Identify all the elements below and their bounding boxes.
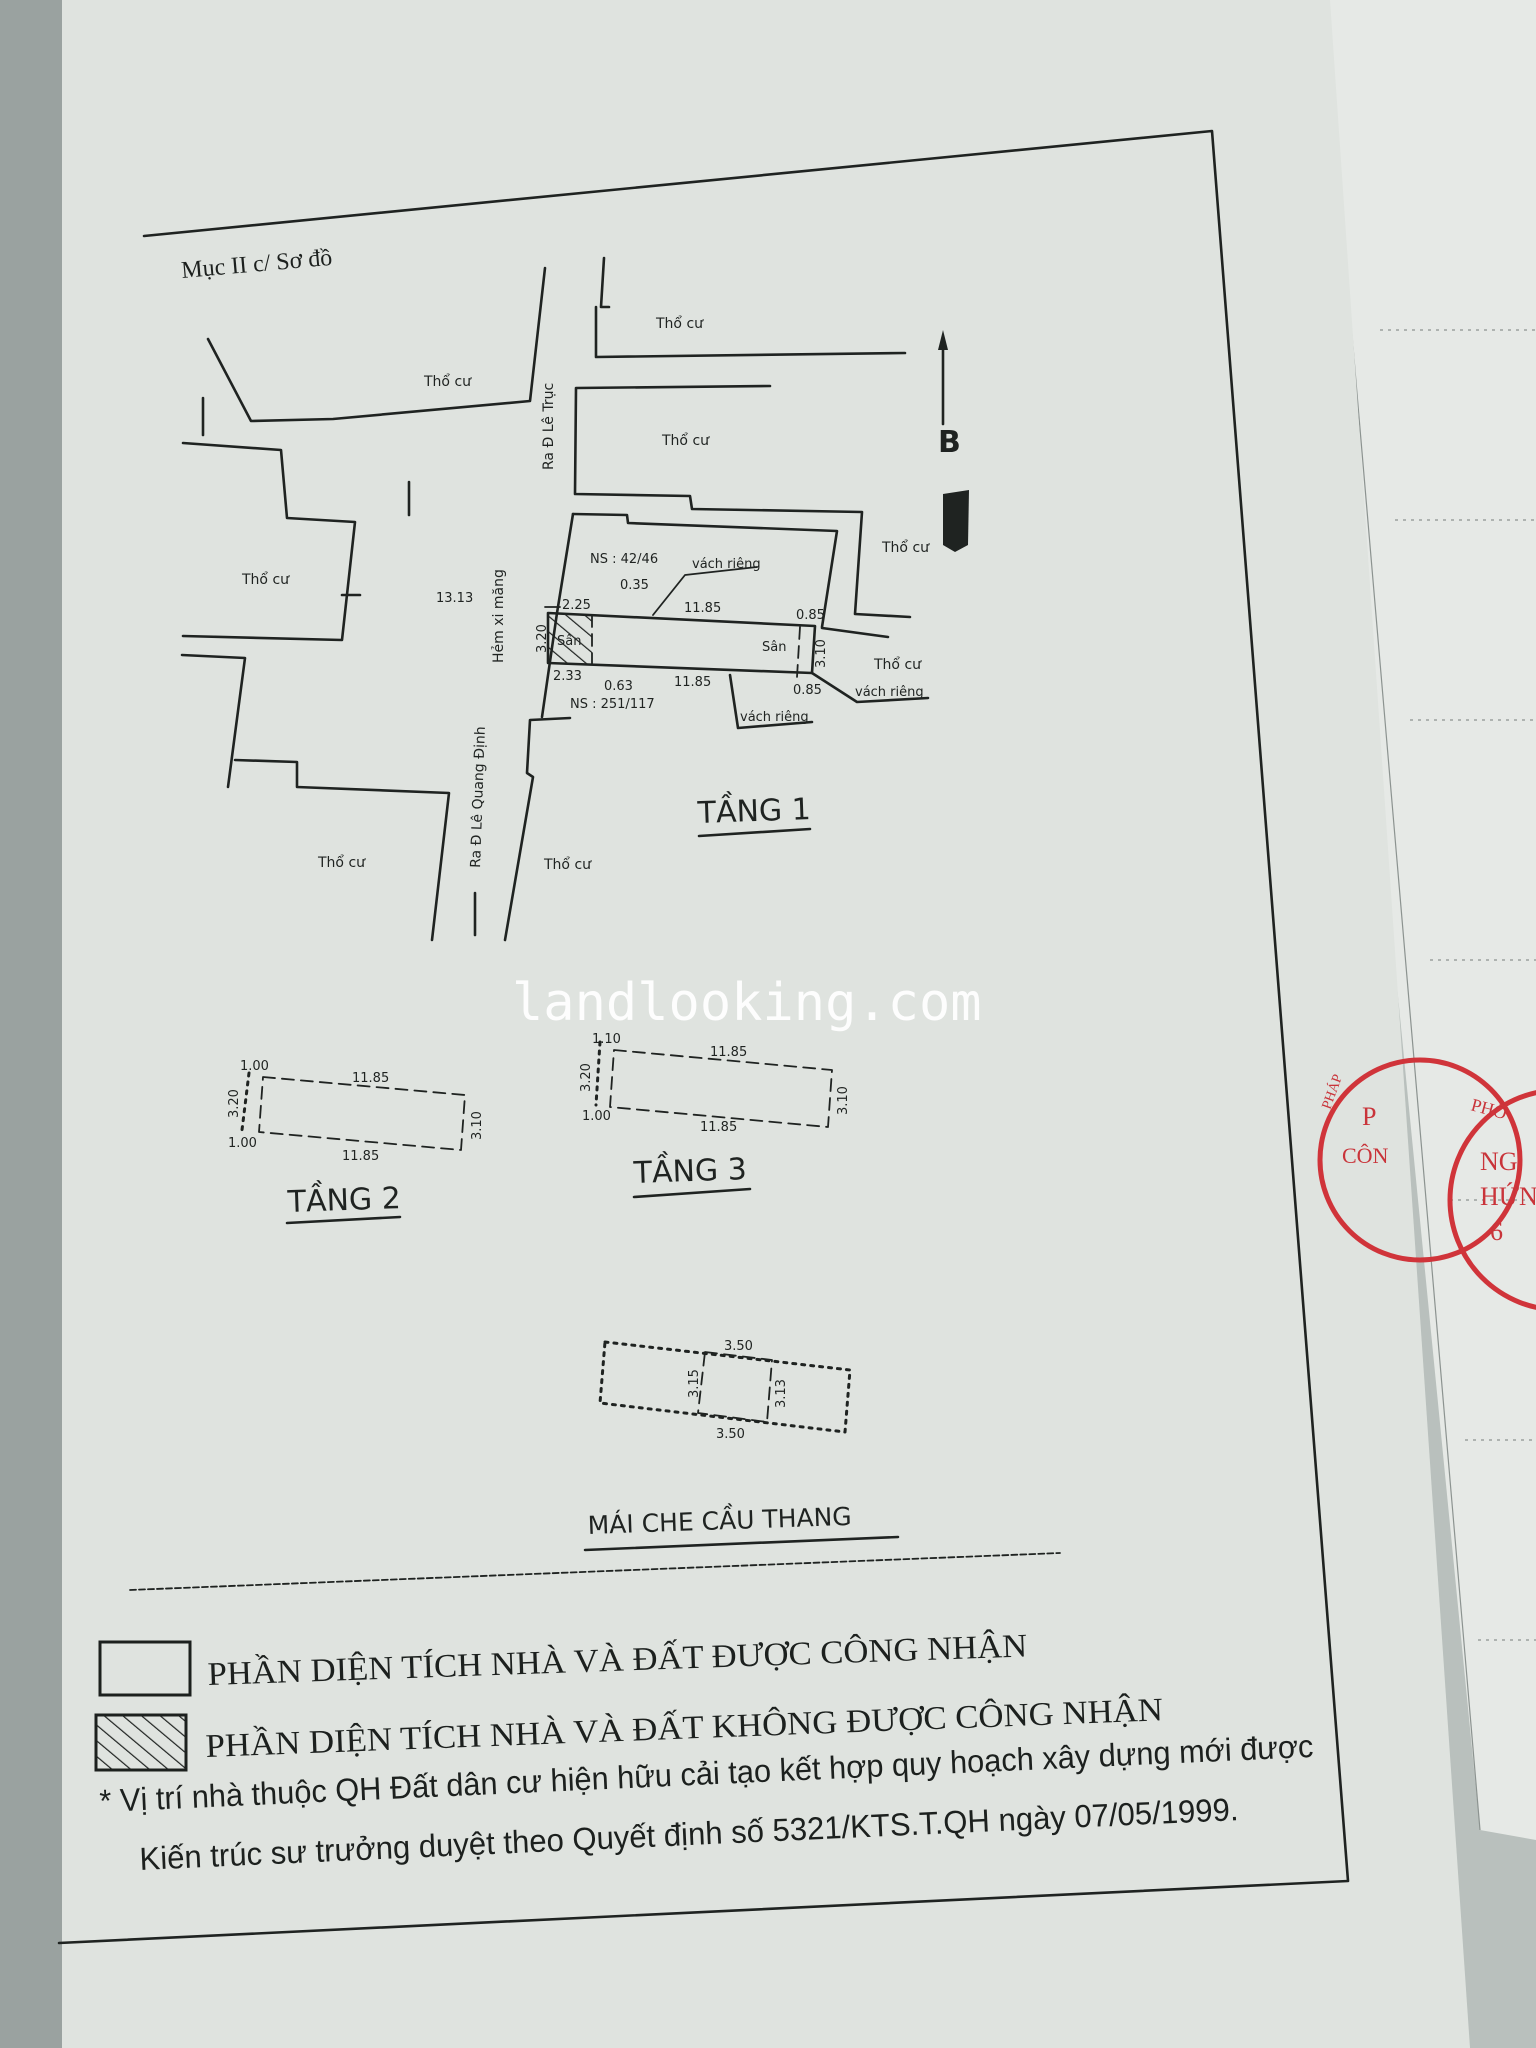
north-label: B — [938, 425, 961, 460]
ns-north: NS : 42/46 — [590, 552, 658, 567]
diagram-frame — [57, 129, 1350, 1945]
road-label: Hẻm xi măng — [491, 569, 507, 663]
legend-swatch-unrecognized — [94, 1713, 188, 1772]
dim-label: 3.50 — [724, 1339, 753, 1354]
dim-label: 11.85 — [710, 1045, 747, 1060]
stamp-text: HỨN — [1480, 1182, 1536, 1211]
dim-label: 3.15 — [687, 1369, 702, 1398]
wall-label: vách riêng — [740, 710, 809, 725]
dim-label: 1.10 — [592, 1032, 621, 1047]
dim-label: 3.10 — [814, 639, 829, 668]
dim-label: 2.33 — [553, 669, 582, 684]
dim-label: 0.63 — [604, 679, 633, 694]
dim-label: 3.20 — [579, 1063, 594, 1092]
floor1-site-plan: Thổ cư Thổ cư Thổ cư Thổ cư Thổ cư Thổ c… — [180, 256, 930, 942]
road-label: Ra Đ Lê Trục — [541, 383, 557, 470]
red-stamp — [1317, 1057, 1536, 1310]
dim-label: 3.10 — [836, 1086, 851, 1115]
stamp-text: NG — [1480, 1147, 1518, 1176]
left-shadow — [0, 0, 62, 2048]
ns-south: NS : 251/117 — [570, 697, 655, 712]
dim-label: 1.00 — [240, 1059, 269, 1074]
floor3-plan: 1.10 11.85 3.20 3.10 1.00 11.85 TẦNG 3 — [579, 1032, 851, 1199]
neighbor-label: Thổ cư — [873, 656, 922, 673]
neighbor-label: Thổ cư — [543, 856, 592, 873]
floor3-title: TẦNG 3 — [632, 1148, 747, 1191]
floor2-plan: 1.00 11.85 3.20 3.10 1.00 11.85 TẦNG 2 — [227, 1059, 485, 1225]
neighbor-label: Thổ cư — [423, 373, 472, 390]
dim-label: 11.85 — [684, 601, 721, 616]
road-label: Ra Đ Lê Quang Định — [468, 726, 489, 868]
dim-label: 11.85 — [352, 1071, 389, 1086]
stamp-text: P — [1362, 1102, 1376, 1131]
dim-label: 3.13 — [774, 1379, 789, 1408]
dim-label: 3.20 — [535, 624, 550, 653]
stamp-text: CÔN — [1342, 1143, 1389, 1168]
yard-label: Sân — [762, 640, 786, 655]
neighbor-label: Thổ cư — [241, 571, 290, 588]
stamp-text: 6 — [1490, 1217, 1503, 1246]
dim-label: 11.85 — [674, 675, 711, 690]
dim-label: 2.25 — [562, 598, 591, 613]
neighbor-label: Thổ cư — [655, 315, 704, 332]
wall-label: vách riêng — [855, 685, 924, 700]
back-page-form-lines — [1339, 194, 1536, 1831]
watermark: landlooking.com — [512, 973, 982, 1033]
dim-label: 0.85 — [796, 608, 825, 623]
dim-label: 11.85 — [700, 1120, 737, 1135]
neighbor-label: Thổ cư — [661, 432, 710, 449]
dim-label: 3.10 — [470, 1111, 485, 1140]
dim-label: 3.50 — [716, 1427, 745, 1442]
neighbor-label: Thổ cư — [881, 539, 930, 556]
unrecognized-area-hatched — [548, 613, 592, 664]
lane-width: 13.13 — [436, 591, 473, 606]
wall-label: vách riêng — [692, 557, 761, 572]
legend-swatch-recognized — [98, 1640, 192, 1697]
dim-label: 1.00 — [228, 1136, 257, 1151]
yard-label: Sân — [557, 634, 581, 649]
dim-label: 11.85 — [342, 1149, 379, 1164]
floor2-title: TẦNG 2 — [286, 1177, 401, 1220]
dim-label: 0.85 — [793, 683, 822, 698]
dim-label: 0.35 — [620, 578, 649, 593]
north-arrow-icon: B — [938, 330, 969, 552]
floor1-title: TẦNG 1 — [696, 788, 811, 831]
dim-label: 1.00 — [582, 1109, 611, 1124]
dim-label: 3.20 — [227, 1089, 242, 1118]
neighbor-label: Thổ cư — [317, 854, 366, 871]
